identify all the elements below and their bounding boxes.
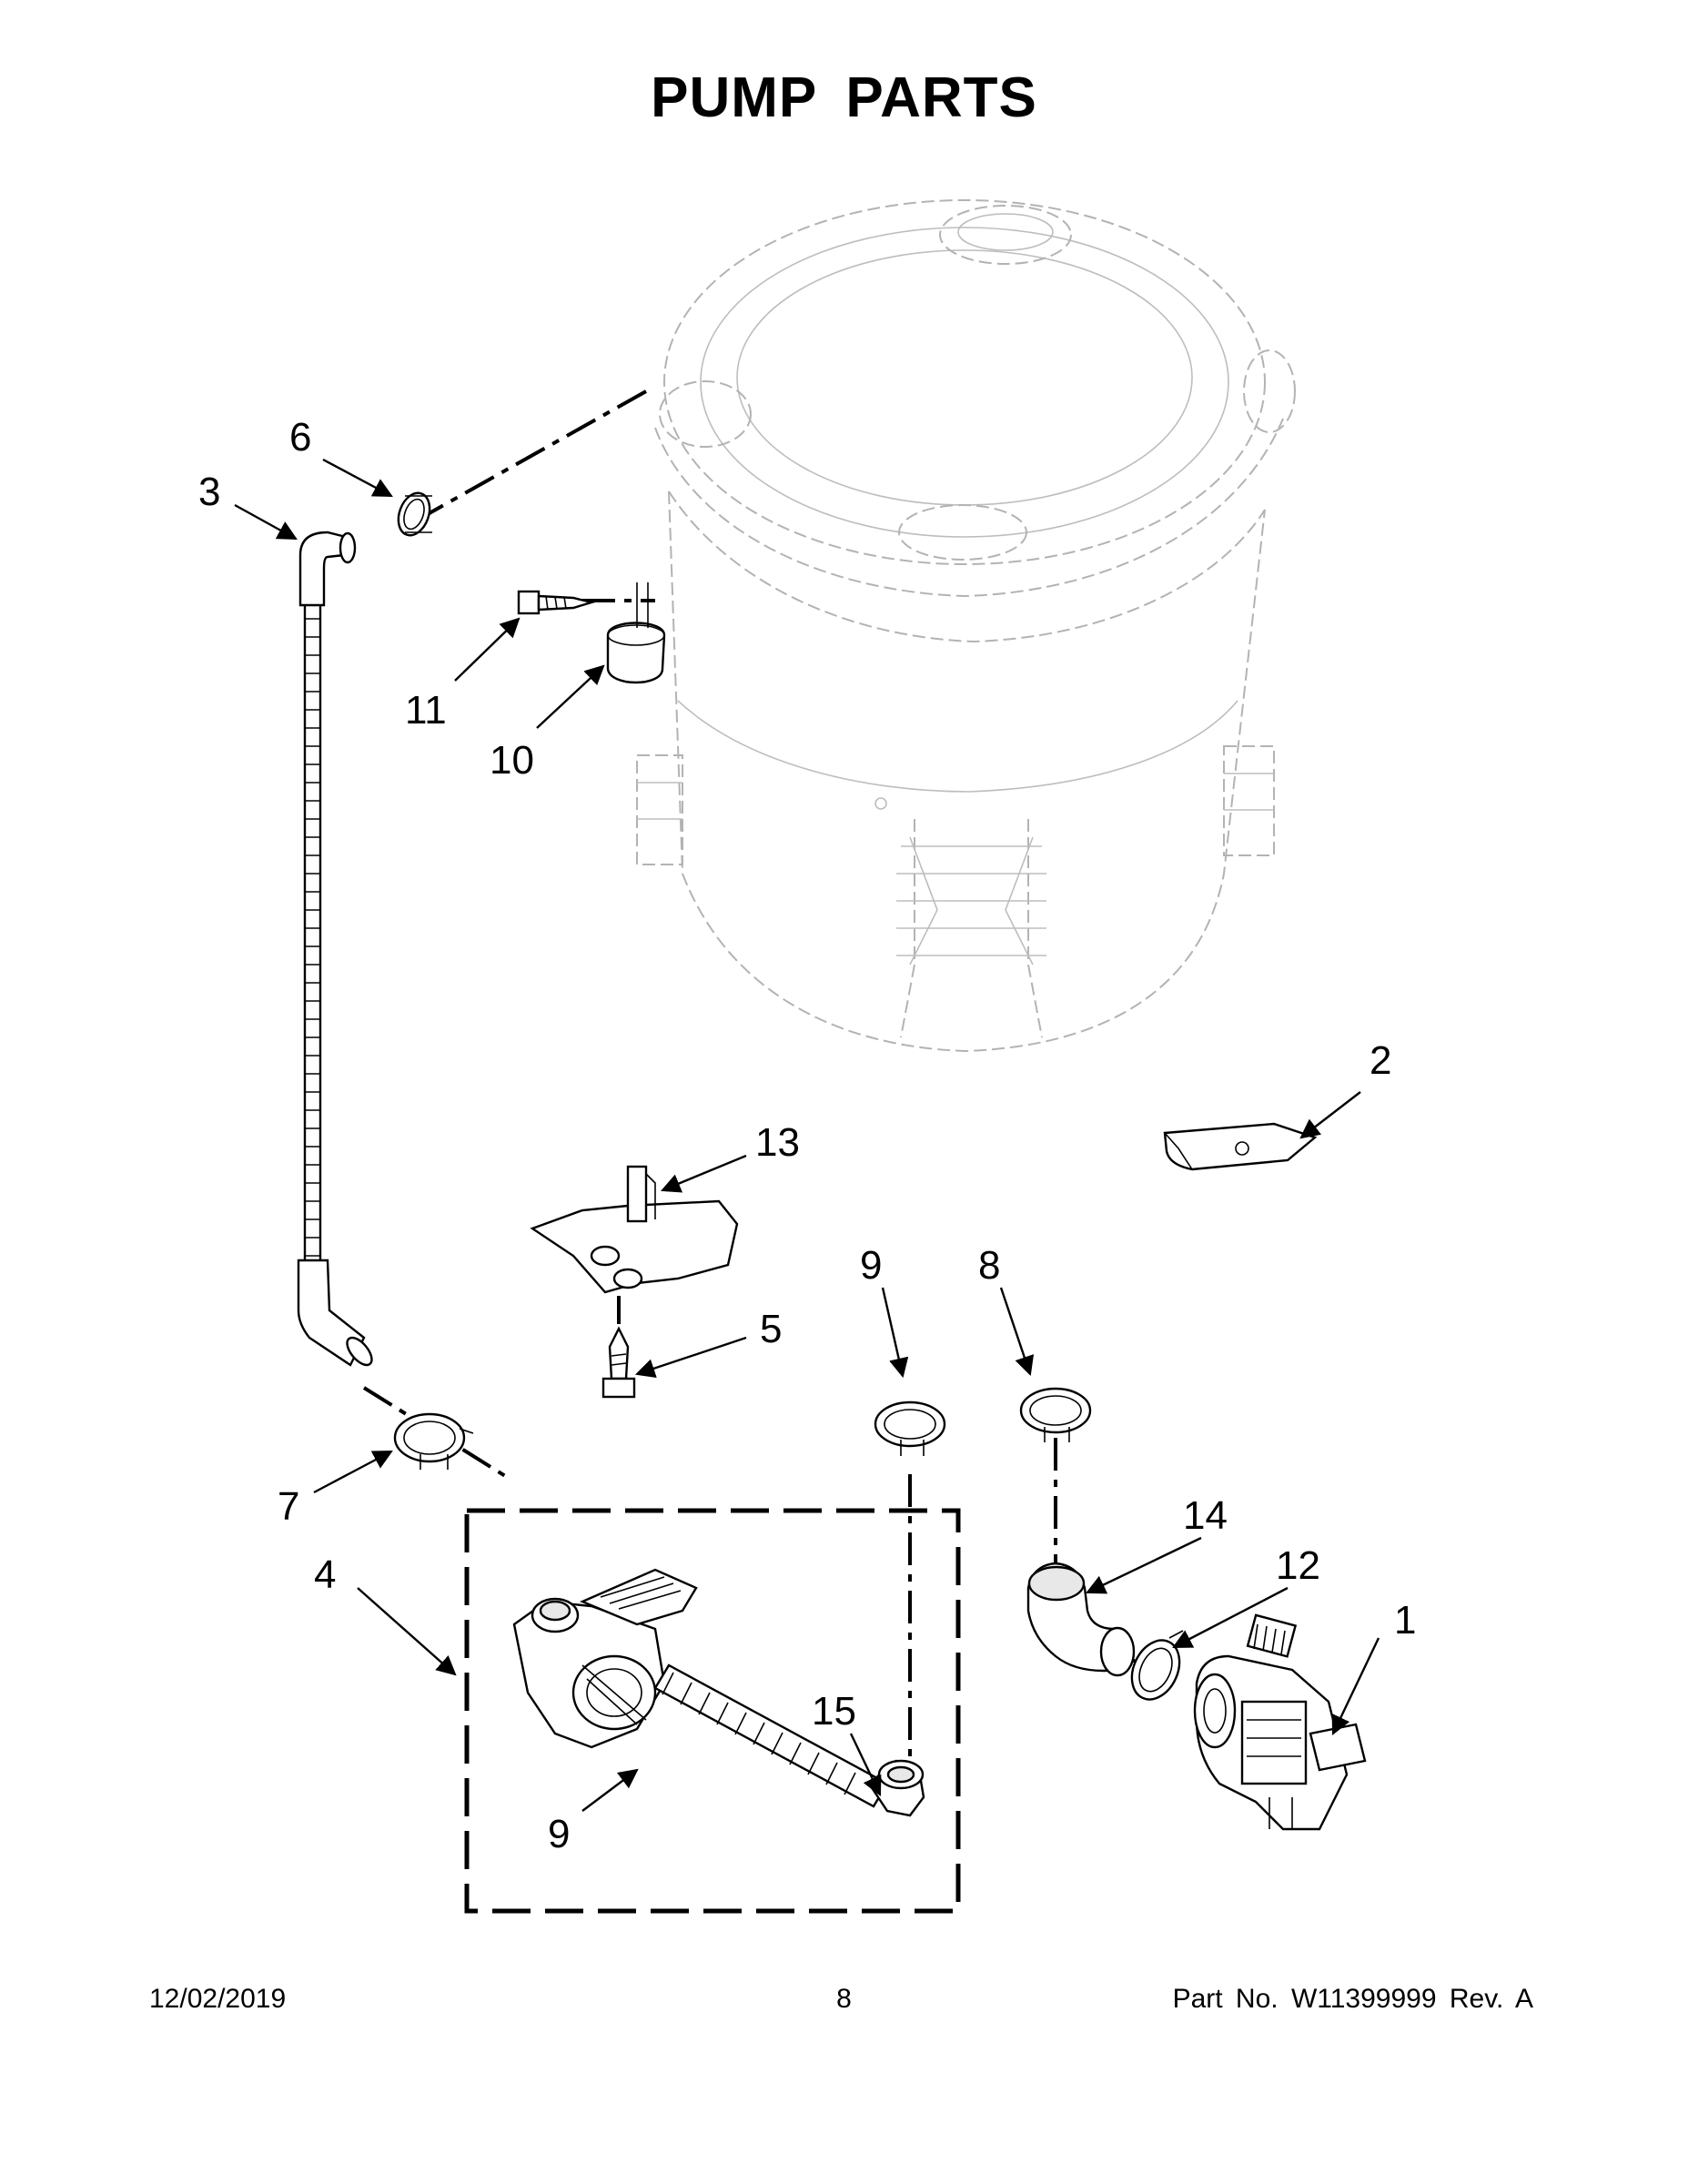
footer-date: 12/02/2019 bbox=[149, 1984, 287, 2014]
callout-6: 6 bbox=[289, 415, 311, 460]
leader-arrows bbox=[234, 458, 1380, 1812]
leader-8 bbox=[999, 1287, 1035, 1377]
leader-5 bbox=[634, 1336, 747, 1379]
hose-clamp-9 bbox=[874, 1400, 946, 1456]
screw-11 bbox=[517, 590, 596, 615]
pump-assembly-box-4 bbox=[464, 1508, 961, 1914]
leader-7 bbox=[313, 1450, 393, 1494]
callout-14: 14 bbox=[1183, 1493, 1228, 1538]
hose-clamp-7 bbox=[393, 1412, 474, 1470]
leader-3 bbox=[234, 503, 298, 541]
assembly-lines bbox=[362, 389, 1152, 1765]
leader-9-bottom bbox=[581, 1768, 639, 1812]
footer-page-number: 8 bbox=[836, 1984, 852, 2014]
hose-clamp-8 bbox=[1019, 1387, 1092, 1442]
callout-15: 15 bbox=[812, 1689, 856, 1734]
callout-3: 3 bbox=[198, 470, 220, 514]
callout-12: 12 bbox=[1276, 1543, 1320, 1588]
leader-10 bbox=[536, 664, 605, 729]
callout-13: 13 bbox=[755, 1120, 800, 1165]
hose-clamp-6 bbox=[397, 491, 432, 537]
shield-13 bbox=[530, 1165, 739, 1294]
page-title: PUMP PARTS bbox=[651, 66, 1037, 129]
leader-11 bbox=[454, 617, 521, 682]
callout-1: 1 bbox=[1394, 1598, 1416, 1643]
callout-5: 5 bbox=[760, 1307, 782, 1351]
callout-10: 10 bbox=[490, 738, 534, 783]
footer-part-number: Part No. W11399999 Rev. A bbox=[1172, 1984, 1533, 2014]
leader-9-top bbox=[881, 1287, 909, 1379]
callout-2: 2 bbox=[1370, 1038, 1391, 1083]
callout-7: 7 bbox=[278, 1484, 299, 1529]
leader-14 bbox=[1086, 1536, 1202, 1594]
callout-9-top: 9 bbox=[860, 1243, 882, 1288]
screw-5 bbox=[601, 1326, 636, 1399]
leader-12 bbox=[1172, 1586, 1289, 1649]
callout-9-bottom: 9 bbox=[548, 1812, 570, 1856]
pump-assembly-4 bbox=[512, 1568, 925, 1817]
leader-15 bbox=[849, 1733, 882, 1796]
leader-1 bbox=[1331, 1637, 1380, 1735]
drain-hose bbox=[297, 531, 373, 1367]
leader-4 bbox=[357, 1587, 457, 1676]
leader-2 bbox=[1299, 1091, 1361, 1139]
washer-tub-ghost bbox=[636, 199, 1296, 1053]
leader-6 bbox=[322, 458, 393, 498]
callout-11: 11 bbox=[405, 688, 447, 733]
pump-hose-14 bbox=[1026, 1562, 1136, 1677]
callout-labels: 1 2 3 4 5 6 7 8 9 9 10 11 12 13 14 15 bbox=[198, 415, 1416, 1856]
callout-4: 4 bbox=[314, 1552, 336, 1597]
drain-pump-1 bbox=[1193, 1613, 1367, 1831]
hose-bracket-10 bbox=[606, 582, 666, 684]
leader-13 bbox=[661, 1154, 747, 1193]
callout-8: 8 bbox=[978, 1243, 1000, 1288]
part-2-tab bbox=[1163, 1122, 1318, 1171]
